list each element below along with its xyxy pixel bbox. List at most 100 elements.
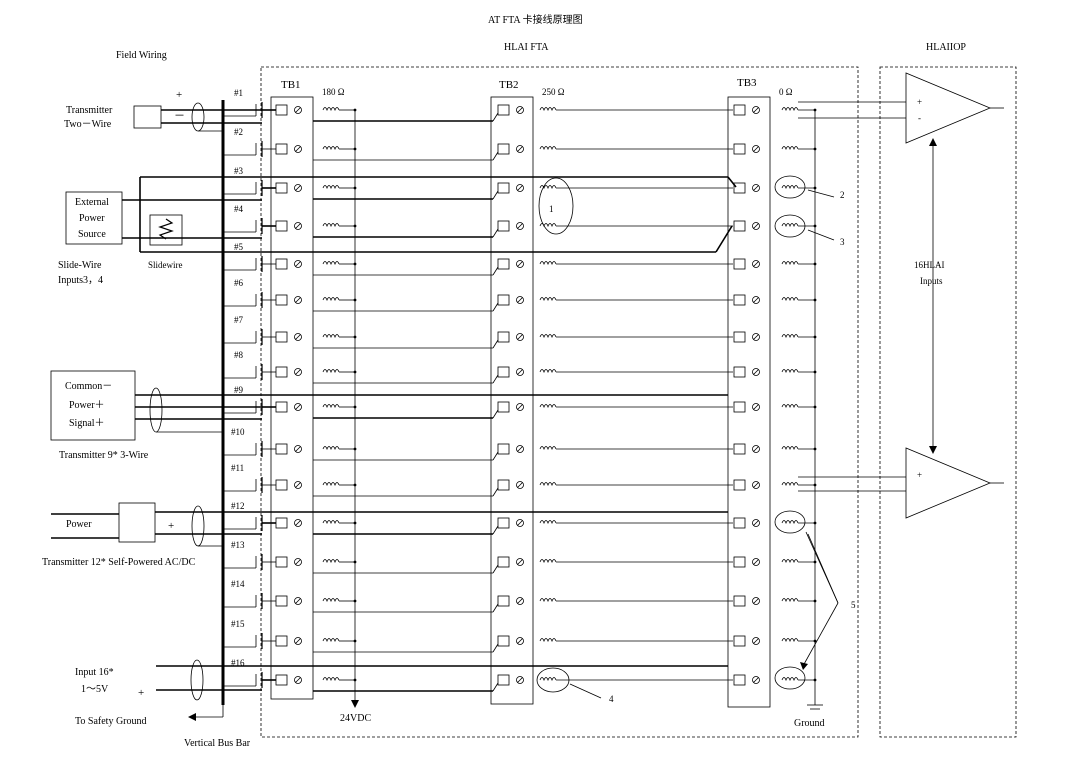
tb1-terminal-5 <box>275 258 288 270</box>
tb3-resistor-icon-9 <box>781 404 799 409</box>
tb1-terminal-14 <box>275 595 288 607</box>
tx2-box <box>133 105 162 129</box>
tb3-resistor-icon-7 <box>781 334 799 339</box>
tb1-screw-icon-1 <box>294 106 302 114</box>
tb2-resistor-icon-15 <box>539 638 557 643</box>
tb2-screw-icon-2 <box>516 145 524 153</box>
tb2-terminal-14 <box>497 595 510 607</box>
tb2-screw-icon-11 <box>516 481 524 489</box>
tb3-screw-icon-8 <box>752 368 760 376</box>
callout-1-ring <box>538 177 574 235</box>
tb3-resistor-icon-6 <box>781 297 799 302</box>
tb2-terminal-4 <box>497 220 510 232</box>
tx9-box <box>50 370 136 441</box>
tb2-terminal-16 <box>497 674 510 686</box>
tb2-terminal-2 <box>497 143 510 155</box>
tb3-terminal-2 <box>733 143 746 155</box>
tb1-resistor-icon-5 <box>322 261 340 266</box>
tb1-terminal-1 <box>275 104 288 116</box>
tb1-terminal-8 <box>275 366 288 378</box>
tb2-terminal-13 <box>497 556 510 568</box>
tx9-label: Transmitter 9* 3-Wire <box>59 450 149 461</box>
amplifier-2-icon <box>905 447 992 519</box>
tb3-resistor-icon-5 <box>781 261 799 266</box>
tb3-label: TB3 <box>737 77 757 89</box>
tb3-resistor-icon-15 <box>781 638 799 643</box>
tb1-resistor-icon-3 <box>322 185 340 190</box>
amp1-plus: + <box>917 97 922 107</box>
tb3-screw-icon-7 <box>752 333 760 341</box>
tb2-block <box>490 96 534 705</box>
tb1-resistor-icon-15 <box>322 638 340 643</box>
channel-label-10: #10 <box>231 427 245 437</box>
tb2-terminal-12 <box>497 517 510 529</box>
tb1-screw-icon-10 <box>294 445 302 453</box>
tb1-resistor-icon-1 <box>322 107 340 112</box>
tb2-screw-icon-12 <box>516 519 524 527</box>
tb2-resistor-icon-7 <box>539 334 557 339</box>
fta-label: HLAI FTA <box>504 42 549 53</box>
tb1-terminal-3 <box>275 182 288 194</box>
tb1-screw-icon-13 <box>294 558 302 566</box>
iop-enclosure <box>879 66 1017 738</box>
tb1-resistor-icon-12 <box>322 520 340 525</box>
tb2-resistor-icon-12 <box>539 520 557 525</box>
tb3-screw-icon-4 <box>752 222 760 230</box>
tb3-terminal-1 <box>733 104 746 116</box>
tb3-terminal-13 <box>733 556 746 568</box>
tb1-terminal-4 <box>275 220 288 232</box>
in16-line1: Input 16* <box>75 667 114 678</box>
tb3-terminal-10 <box>733 443 746 455</box>
tb3-screw-icon-1 <box>752 106 760 114</box>
tb3-terminal-12 <box>733 517 746 529</box>
tb1-screw-icon-3 <box>294 184 302 192</box>
tb2-resistor-icon-5 <box>539 261 557 266</box>
callout-3: 3 <box>840 237 845 247</box>
tx2-line2: Two－Wire <box>64 119 112 130</box>
callout-5: 5 <box>851 600 856 610</box>
tb3-resistor-icon-14 <box>781 598 799 603</box>
tb2-screw-icon-1 <box>516 106 524 114</box>
callout-5a-ring <box>774 510 806 534</box>
tb3-resistor-icon-11 <box>781 482 799 487</box>
tb2-terminal-1 <box>497 104 510 116</box>
channel-label-1: #1 <box>234 88 243 98</box>
tb3-block <box>727 96 771 708</box>
tb2-label: TB2 <box>499 79 519 91</box>
slide-line2: Inputs3，4 <box>58 275 103 286</box>
tb3-screw-icon-11 <box>752 481 760 489</box>
tb1-screw-icon-8 <box>294 368 302 376</box>
channel-label-15: #15 <box>231 619 245 629</box>
channel-label-4: #4 <box>234 204 244 214</box>
tb2-resistor-icon-2 <box>539 146 557 151</box>
channel-label-14: #14 <box>231 579 245 589</box>
tb1-resistor-icon-2 <box>322 146 340 151</box>
tb3-screw-icon-6 <box>752 296 760 304</box>
tb3-screw-icon-16 <box>752 676 760 684</box>
fta-enclosure <box>260 66 859 738</box>
tb1-terminal-15 <box>275 635 288 647</box>
callout-5b-ring <box>774 666 806 690</box>
channel-label-9: #9 <box>234 385 244 395</box>
tb1-terminal-13 <box>275 556 288 568</box>
tx12-label: Transmitter 12* Self-Powered AC/DC <box>42 557 196 568</box>
callout-2-ring <box>774 175 806 199</box>
ext-line2: Power <box>79 213 105 224</box>
slidewire-box <box>149 214 183 246</box>
tb2-resistor-icon-11 <box>539 482 557 487</box>
callout-1: 1 <box>549 204 554 214</box>
iop-label: HLAIIOP <box>926 42 966 53</box>
tb1-terminal-2 <box>275 143 288 155</box>
tb1-screw-icon-15 <box>294 637 302 645</box>
tb2-screw-icon-6 <box>516 296 524 304</box>
ext-line1: External <box>75 197 109 208</box>
tb1-screw-icon-6 <box>294 296 302 304</box>
diagram-title: AT FTA 卡接线原理图 <box>488 13 583 26</box>
tb3-resistor-icon-1 <box>781 107 799 112</box>
tb2-terminal-3 <box>497 182 510 194</box>
tx2-plus: + <box>176 89 182 101</box>
tb3-resistor-icon-4 <box>781 223 799 228</box>
tb1-resistor-icon-7 <box>322 334 340 339</box>
tb3-resistor-icon-16 <box>781 677 799 682</box>
tb3-screw-icon-13 <box>752 558 760 566</box>
